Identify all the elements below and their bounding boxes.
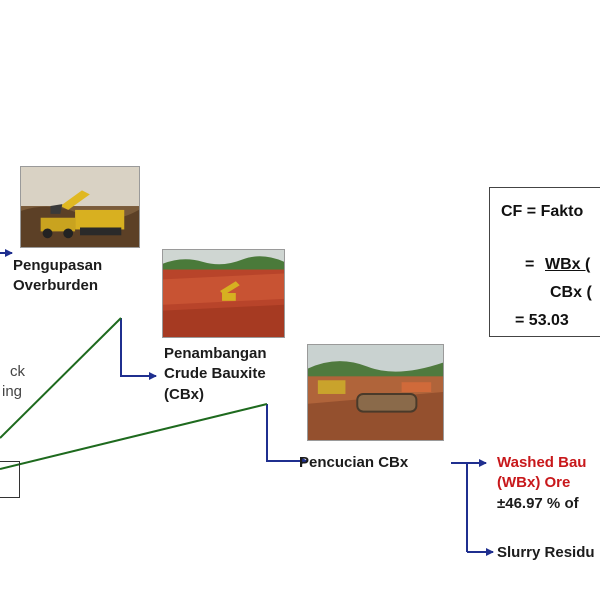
mining-label-line2: Crude Bauxite: [164, 365, 266, 383]
overburden-photo: [20, 166, 140, 248]
arrow-overburden-to-mining: [120, 318, 157, 380]
overburden-label-line2: Overburden: [13, 277, 99, 295]
overburden-label: Pengupasan Overburden: [13, 256, 102, 297]
green-line-upper: [0, 317, 122, 439]
mining-label: Penambangan Crude Bauxite (CBx): [164, 344, 267, 405]
overburden-label-line1: Pengupasan: [13, 257, 103, 274]
washing-photo: [307, 344, 444, 441]
mining-label-line1: Penambangan: [164, 345, 267, 362]
cf-numerator: WBx (: [545, 256, 591, 273]
left-partial-text: ck ing: [2, 362, 25, 403]
mining-photo: [162, 249, 285, 338]
washed-output-pct: ±46.97 % of: [497, 494, 579, 512]
washing-label: Pencucian CBx: [299, 454, 409, 471]
arrow-mining-to-washing: [266, 404, 308, 465]
cf-equals: =: [525, 256, 535, 273]
left-partial-line2: ing: [2, 383, 23, 401]
washed-output: Washed Bau (WBx) Ore ±46.97 % of: [497, 453, 586, 514]
slurry-output: Slurry Residu: [497, 544, 595, 561]
green-line-lower: [0, 403, 268, 470]
cf-title: CF = Fakto: [501, 203, 584, 220]
cf-denominator: CBx (: [550, 284, 592, 301]
cf-result: = 53.03: [515, 312, 569, 329]
washed-output-line2: (WBx) Ore: [497, 474, 571, 492]
partial-box: [0, 461, 20, 498]
mining-label-line3: (CBx): [164, 385, 204, 403]
washed-output-line1: Washed Bau: [497, 454, 587, 471]
left-partial-line1: ck: [10, 363, 25, 380]
cf-formula-box: CF = Fakto = WBx ( CBx ( = 53.03: [489, 187, 600, 337]
